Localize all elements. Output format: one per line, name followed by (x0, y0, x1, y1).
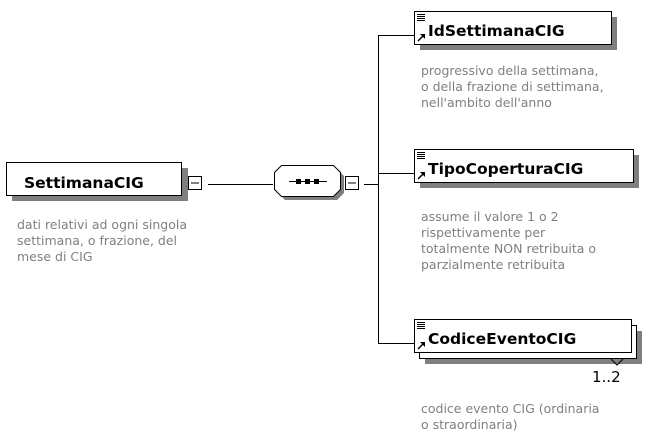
root-element-box (6, 162, 182, 196)
reference-arrow-icon (417, 342, 425, 350)
child-element-box (414, 11, 612, 45)
root-collapse-toggle[interactable] (188, 176, 202, 190)
reference-arrow-icon (417, 34, 425, 42)
child-element-label: IdSettimanaCIG (428, 22, 565, 40)
child-element-label: TipoCoperturaCIG (428, 160, 583, 178)
sequence-compositor[interactable] (274, 165, 345, 201)
root-element-documentation: dati relativi ad ogni singola settimana,… (17, 217, 187, 264)
root-element-settimanacig[interactable]: SettimanaCIG (6, 162, 189, 202)
element-properties-icon (417, 152, 425, 159)
child-element-box (414, 319, 632, 353)
element-properties-icon (417, 322, 425, 329)
codiceeventocig-documentation: codice evento CIG (ordinaria o straordin… (421, 401, 600, 432)
child-element-codiceeventocig[interactable]: CodiceEventoCIG 1..2 (414, 319, 643, 387)
child-element-label: CodiceEventoCIG (428, 330, 576, 348)
sequence-icon (289, 179, 327, 184)
sequence-collapse-toggle[interactable] (345, 176, 359, 190)
element-properties-icon (417, 14, 425, 21)
child-element-box (414, 149, 634, 183)
occurrence-chevron-icon (610, 358, 624, 366)
reference-arrow-icon (417, 172, 425, 180)
root-element-label: SettimanaCIG (24, 174, 144, 192)
connector-lines (208, 35, 414, 344)
idsettimanacig-documentation: progressivo della settimana, o della fra… (421, 63, 604, 110)
occurrence-label: 1..2 (592, 368, 621, 386)
child-element-tipocoperturacig[interactable]: TipoCoperturaCIG (414, 149, 640, 189)
tipocoperturacig-documentation: assume il valore 1 o 2 rispettivamente p… (421, 209, 597, 272)
child-element-idsettimanacig[interactable]: IdSettimanaCIG (414, 11, 618, 51)
